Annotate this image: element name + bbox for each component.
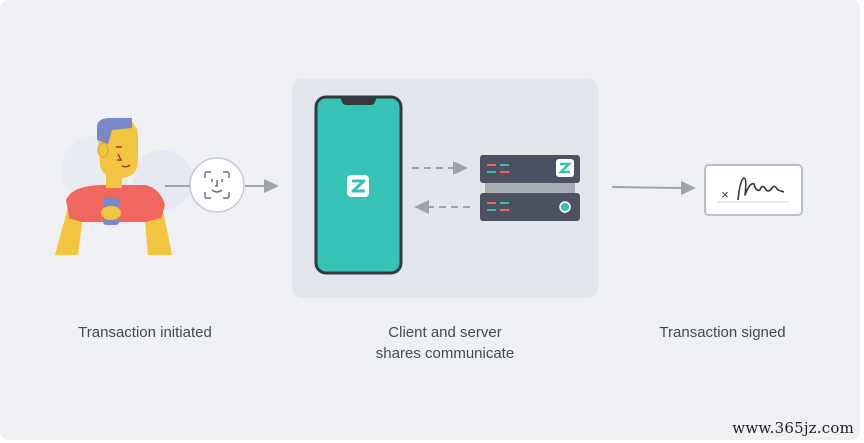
signature-x-mark: × xyxy=(721,187,729,202)
step-label-line-2: shares communicate xyxy=(375,345,515,362)
step-label-transaction-signed: Transaction signed xyxy=(659,324,786,341)
arrow-to-signature xyxy=(611,181,696,195)
person-with-phone-icon xyxy=(55,118,193,255)
z-logo-icon xyxy=(347,175,369,197)
arrow-server-to-phone xyxy=(414,200,470,214)
arrow-phone-to-server xyxy=(412,161,468,175)
server-icon xyxy=(480,155,580,221)
arrow-to-phone xyxy=(245,179,279,193)
watermark-text: www.365jz.com xyxy=(732,419,854,437)
step-label-transaction-initiated: Transaction initiated xyxy=(78,324,212,341)
face-id-icon xyxy=(189,157,245,213)
step-label-line-1: Client and server xyxy=(388,324,502,341)
step-label-client-server: Client and server shares communicate xyxy=(330,322,560,364)
signature-icon xyxy=(704,164,803,216)
